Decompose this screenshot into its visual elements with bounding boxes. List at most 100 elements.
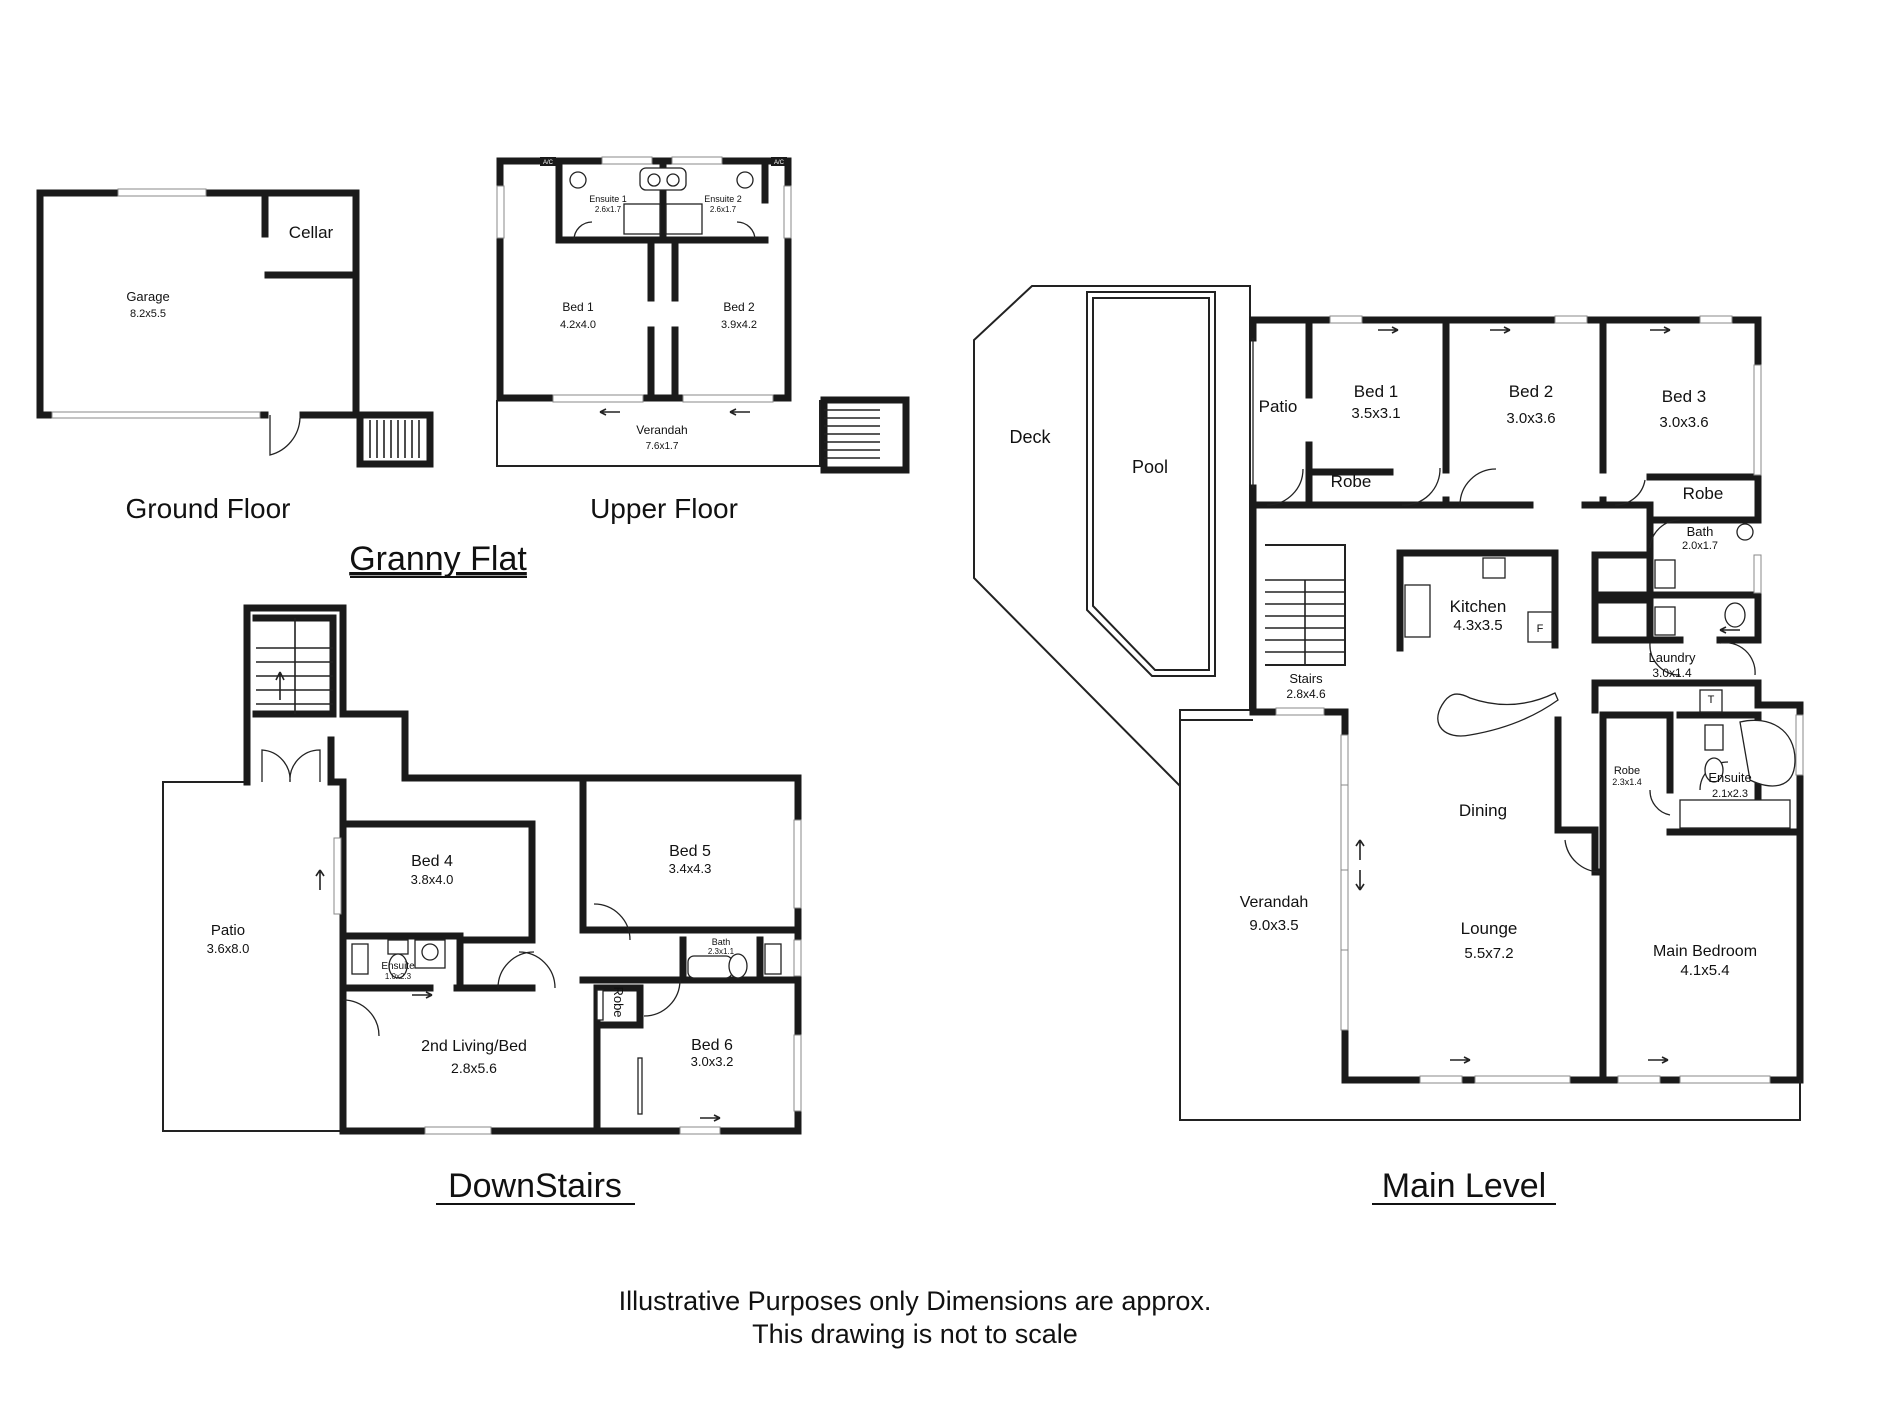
ml-bed1-dim: 3.5x3.1	[1351, 405, 1400, 422]
patio-door[interactable]	[342, 999, 380, 1037]
bath-cabinet	[1591, 551, 1654, 599]
ml-bed3-dim: 3.0x3.6	[1659, 414, 1708, 431]
laundry-cabinet	[1591, 596, 1654, 644]
arrow-bed1	[1378, 326, 1399, 334]
ds-bath-dim: 2.3x1.1	[708, 947, 735, 956]
upper-bed1-dim: 4.2x4.0	[560, 319, 596, 331]
ensuite-robe-divider	[1666, 711, 1804, 836]
ml-lounge-label: Lounge	[1461, 919, 1518, 938]
ml-main-bedroom-dim: 4.1x5.4	[1680, 962, 1729, 979]
ml-stairs-dim: 2.8x4.6	[1286, 687, 1326, 701]
robe-door[interactable]	[1649, 789, 1671, 816]
arrow-left-2	[729, 408, 750, 416]
dining-island	[1437, 692, 1559, 737]
bed2-window	[783, 185, 792, 239]
bed2-window	[1554, 315, 1588, 324]
garage-window	[117, 188, 207, 197]
bath-door[interactable]	[1649, 519, 1681, 549]
ensuite1-door[interactable]	[573, 221, 593, 241]
lounge-bottom-slider[interactable]	[1419, 1075, 1463, 1084]
bed6-arrow	[700, 1114, 721, 1122]
ml-bed1-label: Bed 1	[1354, 382, 1398, 401]
downstairs-title: DownStairs	[448, 1167, 622, 1205]
patio-arrow	[315, 869, 325, 890]
ml-fridge-label: F	[1537, 623, 1544, 635]
kitchen-fridge	[1527, 611, 1553, 643]
upper-ensuite2-label: Ensuite 2	[704, 194, 742, 204]
arrow-laundry	[1719, 626, 1740, 634]
robe-ensuite-walls	[1599, 711, 1762, 836]
bed6-door[interactable]	[643, 979, 681, 1017]
downstairs-floor: Patio 3.6x8.0 Bed 4 3.8x4.0 Bed 5 3.4x4.…	[162, 604, 802, 1135]
ml-patio-label: Patio	[1259, 397, 1298, 416]
granny-upper-stairs	[820, 396, 910, 474]
ml-robe1-label: Robe	[1331, 472, 1372, 491]
ds-bath-label: Bath	[712, 937, 731, 947]
bed3-door[interactable]	[1614, 479, 1646, 506]
pool-outline	[1086, 291, 1216, 677]
dining-notch-wall	[1554, 716, 1607, 876]
upper-verandah-label: Verandah	[636, 423, 687, 437]
ds-bed5-dim: 3.4x4.3	[669, 861, 712, 876]
granny-ground-stairs	[356, 411, 434, 468]
patio-door[interactable]	[1266, 468, 1304, 506]
upper-verandah-dim: 7.6x1.7	[646, 441, 679, 452]
garage-door[interactable]	[51, 411, 261, 419]
bed4-living-doors[interactable]	[497, 951, 556, 989]
bath-walls	[679, 936, 764, 984]
ml-lounge-dim: 5.5x7.2	[1464, 945, 1513, 962]
kitchen-cooktop	[1482, 557, 1506, 579]
bed5-door[interactable]	[593, 903, 631, 941]
laundry-doors[interactable]	[1649, 641, 1756, 676]
ds-bed6-dim: 3.0x3.2	[691, 1054, 734, 1069]
bed1-window	[1329, 315, 1363, 324]
downstairs-outer-top	[243, 604, 802, 1135]
ml-pool-label: Pool	[1132, 457, 1168, 477]
ml-verandah-dim: 9.0x3.5	[1249, 917, 1298, 934]
living-arrow	[412, 991, 433, 999]
main-level-title: Main Level	[1382, 1167, 1546, 1205]
ml-robe-ensuite-label: Robe	[1614, 765, 1640, 777]
main-bed-slider[interactable]	[1617, 1075, 1661, 1084]
ac-left-label: A/C	[543, 160, 554, 166]
bed2-door[interactable]	[1459, 468, 1497, 506]
stairs-window	[1275, 707, 1325, 716]
ml-kitchen-label: Kitchen	[1450, 597, 1507, 616]
pool-inner	[1092, 297, 1210, 671]
bed4-walls	[339, 820, 536, 992]
ml-verandah-label: Verandah	[1240, 894, 1309, 911]
downstairs-patio-outline	[162, 781, 343, 1132]
ds-ensuite-label: Ensuite	[381, 961, 415, 972]
ensuite2-door[interactable]	[736, 221, 756, 241]
upper-ensuite2-dim: 2.6x1.7	[710, 205, 737, 214]
ml-kitchen-dim: 4.3x3.5	[1453, 617, 1502, 634]
bath-window	[793, 939, 802, 977]
arrow-lounge-up	[1355, 839, 1365, 860]
stair-double-door[interactable]	[261, 749, 321, 783]
granny-ground-floor: Garage 8.2x5.5 Cellar	[36, 188, 434, 468]
ds-robe-label: Robe	[611, 986, 626, 1017]
ml-deck-label: Deck	[1009, 427, 1051, 447]
upper-outer-wall	[496, 157, 792, 402]
ml-tub-label: T	[1708, 694, 1715, 706]
ensuite1-window	[601, 156, 653, 165]
ml-robe-ensuite-dim: 2.3x1.4	[1612, 777, 1642, 787]
bed6-slider[interactable]	[679, 1126, 721, 1135]
main-bed-door[interactable]	[1564, 839, 1601, 873]
ds-patio-dim: 3.6x8.0	[207, 941, 250, 956]
main-fixtures	[1654, 523, 1796, 829]
bed1-slider[interactable]	[552, 394, 644, 403]
bed2-slider[interactable]	[682, 394, 774, 403]
bed1-door[interactable]	[1401, 467, 1441, 506]
granny-upper-floor: A/C A/C Ensuite 1 2.6x1.7 Ensuite 2	[496, 156, 910, 474]
ensuite-fixtures	[569, 167, 754, 235]
bath-window	[1753, 554, 1762, 594]
ml-laundry-dim: 3.0x1.4	[1652, 666, 1692, 680]
garage-side-door[interactable]	[269, 415, 301, 456]
lounge-slider-1[interactable]	[1340, 784, 1349, 881]
ground-floor-title: Ground Floor	[126, 493, 291, 524]
cellar-label: Cellar	[289, 223, 334, 242]
ml-main-bedroom-label: Main Bedroom	[1653, 943, 1757, 960]
upper-ensuite1-dim: 2.6x1.7	[595, 205, 622, 214]
